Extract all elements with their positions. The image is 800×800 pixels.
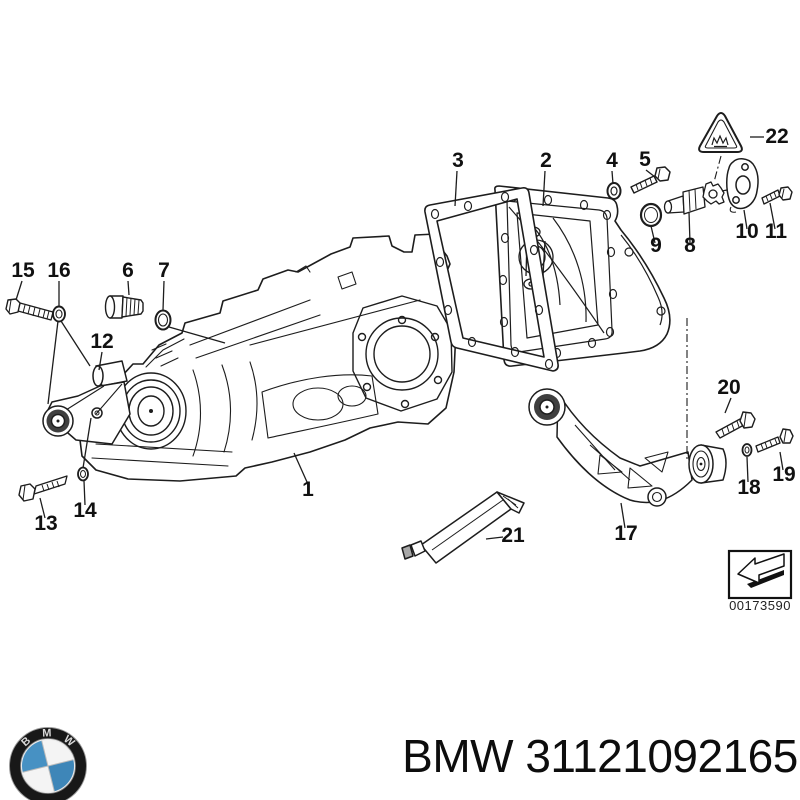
- assembly-axis-lines: [686, 155, 722, 461]
- callout-label-5: 5: [639, 148, 651, 171]
- callout-label-12: 12: [90, 330, 113, 353]
- bolt-part-5: [630, 166, 671, 194]
- callout-label-16: 16: [47, 259, 70, 282]
- screw-part-11: [761, 186, 793, 205]
- washer-part-14: [77, 466, 89, 482]
- callout-label-4: 4: [606, 149, 618, 172]
- final-drive-housing-part-1: [79, 233, 457, 482]
- mount-bracket-part-12: [42, 360, 131, 445]
- bolt-part-15: [5, 298, 54, 321]
- callout-label-8: 8: [684, 234, 696, 257]
- drawing-ref-box: 00173590: [727, 549, 793, 613]
- callout-label-6: 6: [122, 259, 134, 282]
- callout-label-15: 15: [11, 259, 35, 282]
- bolt-part-13: [18, 475, 68, 502]
- plug-part-6: [104, 295, 144, 319]
- washer-part-18: [741, 443, 753, 457]
- washer-part-16: [52, 305, 66, 323]
- leader-lines: [15, 136, 784, 540]
- callout-label-9: 9: [650, 234, 662, 257]
- washer-part-4: [606, 182, 622, 200]
- callout-label-18: 18: [737, 476, 761, 499]
- bolt-part-20: [715, 411, 756, 439]
- callout-label-20: 20: [717, 376, 740, 399]
- callout-label-17: 17: [614, 522, 637, 545]
- callout-label-19: 19: [772, 463, 795, 486]
- logo-letter-m: M: [42, 727, 52, 739]
- bolt-part-19: [755, 428, 794, 453]
- breather-valve-part-8: [663, 181, 728, 215]
- drawing-number: 00173590: [729, 598, 791, 613]
- callout-label-3: 3: [452, 149, 464, 172]
- support-arm-part-17: [528, 388, 727, 507]
- callout-label-7: 7: [158, 259, 170, 282]
- callout-label-14: 14: [73, 499, 97, 522]
- warning-triangle-icon: [698, 112, 743, 153]
- part-number-caption: BMW 31121092165: [402, 730, 798, 782]
- o-ring-part-9: [639, 202, 663, 228]
- callout-label-2: 2: [540, 149, 552, 172]
- reference-arrow-icon: [737, 553, 785, 588]
- callout-label-22: 22: [765, 125, 788, 148]
- cover-gasket-part-3: [424, 187, 559, 372]
- callout-label-1: 1: [302, 478, 314, 501]
- sealant-tube-part-21: [401, 491, 525, 564]
- callout-label-13: 13: [34, 512, 57, 535]
- callout-label-21: 21: [501, 524, 525, 547]
- callout-label-10: 10: [735, 220, 758, 243]
- bmw-roundel-logo: B M W: [9, 727, 87, 800]
- seal-ring-part-7: [154, 309, 172, 331]
- flange-plate-part-10: [726, 158, 759, 213]
- callout-label-11: 11: [765, 220, 788, 243]
